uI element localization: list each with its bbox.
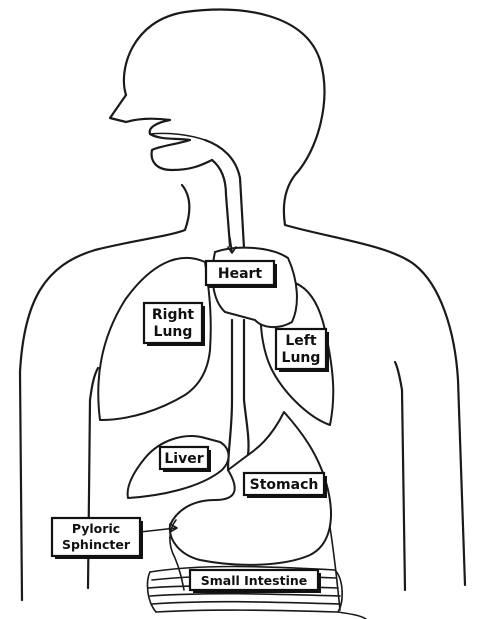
heart-label: Heart [206, 261, 277, 288]
pyloric-label-line2: Sphincter [62, 537, 131, 552]
left-lung-label: Left Lung [276, 329, 329, 372]
heart-label-text: Heart [218, 266, 263, 282]
esophagus-tube [205, 140, 244, 248]
pyloric-sphincter-label: Pyloric Sphincter [52, 518, 143, 559]
pyloric-label-line1: Pyloric [72, 521, 120, 536]
esophagus-tube-inner [212, 160, 230, 246]
right-lung-label: Right Lung [144, 303, 205, 346]
liver-label-text: Liver [164, 451, 203, 467]
right-lung-label-line1: Right [152, 307, 195, 323]
small-intestine-label-text: Small Intestine [201, 573, 307, 588]
left-lung-label-line2: Lung [282, 350, 321, 366]
face-profile [110, 95, 212, 170]
small-intestine-label: Small Intestine [190, 570, 321, 593]
stomach-label-text: Stomach [250, 477, 319, 493]
stomach-label: Stomach [244, 473, 327, 498]
esophagus-chest-right [244, 320, 249, 455]
liver-label: Liver [160, 447, 211, 472]
right-lung-label-line2: Lung [154, 324, 193, 340]
esophagus-chest [228, 320, 232, 470]
inner-right-arm [395, 362, 405, 590]
left-lung-label-line1: Left [285, 333, 317, 349]
